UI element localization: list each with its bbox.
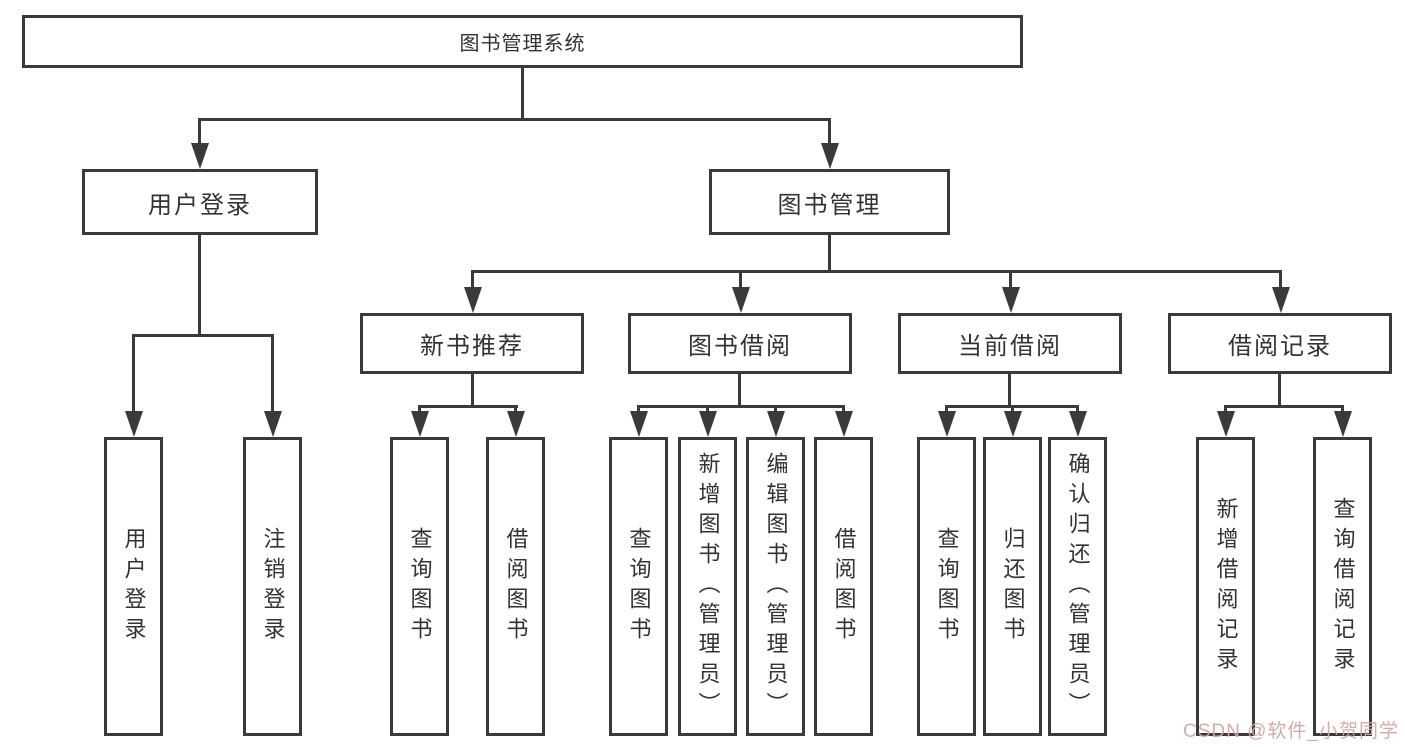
leaf-label: 查询图书 [407, 526, 433, 647]
connector-line [132, 334, 135, 413]
node-new-book-recommend-label: 新书推荐 [420, 333, 524, 360]
node-new-book-recommend: 新书推荐 [360, 313, 584, 374]
arrow-down-icon [411, 411, 429, 437]
node-leaf-query-books-current: 查询图书 [917, 437, 976, 736]
leaf-label: 确认归还（管理员） [1065, 451, 1091, 722]
node-book-management: 图书管理 [709, 169, 950, 235]
node-root: 图书管理系统 [22, 15, 1023, 68]
connector-line [198, 118, 201, 146]
arrow-down-icon [1069, 411, 1087, 437]
node-current-borrow-label: 当前借阅 [958, 333, 1062, 360]
node-book-borrow: 图书借阅 [628, 313, 852, 374]
connector-line [418, 405, 421, 413]
leaf-label: 借阅图书 [831, 526, 857, 647]
node-leaf-query-books-borrow: 查询图书 [609, 437, 668, 736]
connector-line [774, 405, 777, 413]
connector-line [471, 270, 474, 290]
node-book-borrow-label: 图书借阅 [688, 333, 792, 360]
node-leaf-query-borrow-record: 查询借阅记录 [1313, 437, 1372, 736]
leaf-label: 注销登录 [260, 526, 286, 647]
node-leaf-borrow-books-recommend: 借阅图书 [486, 437, 545, 736]
leaf-label: 新增借阅记录 [1213, 496, 1239, 677]
connector-line [1224, 405, 1344, 408]
leaf-label: 查询图书 [934, 526, 960, 647]
connector-line [471, 270, 1281, 273]
connector-line [637, 405, 640, 413]
arrow-down-icon [630, 411, 648, 437]
connector-line [738, 374, 741, 407]
connector-line [1009, 270, 1012, 290]
node-leaf-add-borrow-record: 新增借阅记录 [1196, 437, 1255, 736]
connector-line [198, 235, 201, 334]
arrow-down-icon [938, 411, 956, 437]
connector-line [1076, 405, 1079, 413]
connector-line [1278, 374, 1281, 407]
connector-line [1224, 405, 1227, 413]
connector-line [1011, 405, 1014, 413]
arrow-down-icon [264, 411, 282, 437]
arrow-down-icon [732, 287, 750, 313]
connector-line [198, 118, 831, 121]
node-borrow-records-label: 借阅记录 [1228, 333, 1332, 360]
node-leaf-user-login: 用户登录 [104, 437, 163, 736]
node-borrow-records: 借阅记录 [1168, 313, 1392, 374]
node-leaf-borrow-books: 借阅图书 [814, 437, 873, 736]
connector-line [828, 118, 831, 146]
leaf-label: 新增图书（管理员） [695, 451, 721, 722]
arrow-down-icon [464, 287, 482, 313]
connector-line [521, 68, 524, 120]
arrow-down-icon [1334, 411, 1352, 437]
connector-line [1341, 405, 1344, 413]
arrow-down-icon [1004, 411, 1022, 437]
leaf-label: 归还图书 [1000, 526, 1026, 647]
node-leaf-return-book: 归还图书 [983, 437, 1042, 736]
leaf-label: 查询借阅记录 [1330, 496, 1356, 677]
node-current-borrow: 当前借阅 [898, 313, 1122, 374]
node-leaf-query-books-recommend: 查询图书 [390, 437, 449, 736]
connector-line [418, 405, 518, 408]
node-leaf-edit-book-admin: 编辑图书（管理员） [746, 437, 805, 736]
arrow-down-icon [821, 143, 839, 169]
arrow-down-icon [767, 411, 785, 437]
connector-line [706, 405, 709, 413]
node-root-label: 图书管理系统 [459, 33, 586, 55]
node-leaf-confirm-return-admin: 确认归还（管理员） [1048, 437, 1107, 736]
connector-line [271, 334, 274, 413]
arrow-down-icon [191, 143, 209, 169]
connector-line [1008, 374, 1011, 407]
connector-line [828, 235, 831, 272]
watermark: CSDN @软件_小贺同学 [1183, 721, 1399, 742]
node-user-login: 用户登录 [82, 169, 318, 235]
connector-line [132, 334, 274, 337]
connector-line [842, 405, 845, 413]
leaf-label: 借阅图书 [503, 526, 529, 647]
arrow-down-icon [1272, 287, 1290, 313]
connector-line [739, 270, 742, 290]
connector-line [945, 405, 948, 413]
arrow-down-icon [125, 411, 143, 437]
leaf-label: 编辑图书（管理员） [763, 451, 789, 722]
connector-line [514, 405, 517, 413]
arrow-down-icon [1217, 411, 1235, 437]
arrow-down-icon [1002, 287, 1020, 313]
node-user-login-label: 用户登录 [148, 191, 252, 219]
node-leaf-logout: 注销登录 [243, 437, 302, 736]
arrow-down-icon [835, 411, 853, 437]
connector-line [471, 374, 474, 407]
node-leaf-add-book-admin: 新增图书（管理员） [678, 437, 737, 736]
arrow-down-icon [699, 411, 717, 437]
leaf-label: 用户登录 [121, 526, 147, 647]
leaf-label: 查询图书 [626, 526, 652, 647]
connector-line [637, 405, 845, 408]
node-book-management-label: 图书管理 [777, 191, 882, 219]
connector-line [1279, 270, 1282, 290]
arrow-down-icon [507, 411, 525, 437]
